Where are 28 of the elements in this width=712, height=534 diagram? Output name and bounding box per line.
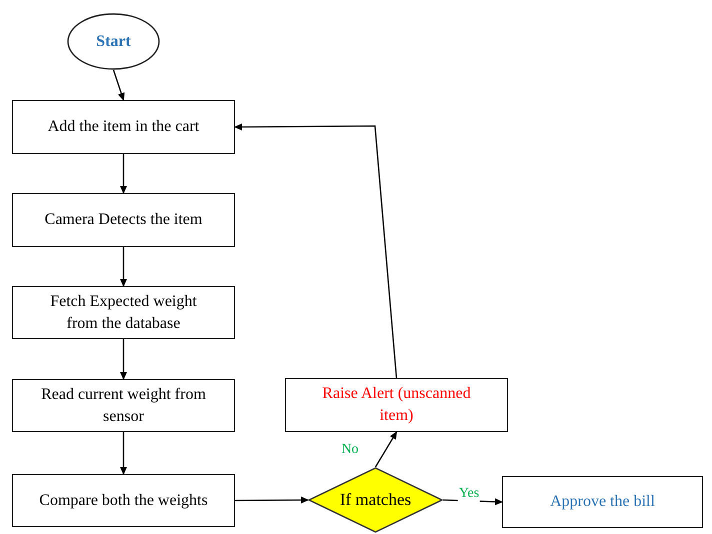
arrow <box>120 339 127 380</box>
step-label: Raise Alert (unscanned item) <box>321 384 472 426</box>
arrow <box>442 498 503 506</box>
process-box <box>12 379 235 432</box>
process-box <box>12 286 235 339</box>
step-label: Add the item in the cart <box>48 117 200 137</box>
step-label: Approve the bill <box>550 492 655 512</box>
step-label: If matches <box>340 489 412 511</box>
process-box <box>12 193 235 247</box>
start-ellipse <box>67 13 160 70</box>
arrow <box>234 123 398 378</box>
process-box <box>12 474 235 527</box>
arrow <box>120 247 127 287</box>
process-box <box>12 100 235 154</box>
arrow <box>374 431 398 468</box>
start-label: Start <box>96 32 131 52</box>
step-label: Fetch Expected weight from the database <box>49 292 198 334</box>
arrow <box>235 496 309 504</box>
process-box <box>285 378 508 432</box>
process-box <box>502 476 703 528</box>
step-label: Read current weight from sensor <box>40 384 207 426</box>
arrow <box>120 154 127 194</box>
decision-diamond <box>308 467 443 533</box>
edge-label: Yes <box>458 486 480 502</box>
arrow <box>112 70 125 101</box>
arrow <box>120 432 127 475</box>
step-label: Compare both the weights <box>39 490 208 510</box>
step-label: Camera Detects the item <box>44 210 202 230</box>
